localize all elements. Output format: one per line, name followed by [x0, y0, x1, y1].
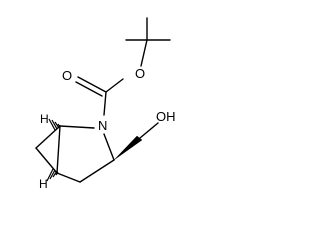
cyclopropane-bond-bottom: [35, 147, 58, 174]
c3-c4-bond: [79, 159, 115, 183]
bottom-bridgehead-hydrogen-label: H: [39, 177, 48, 191]
ring-nitrogen-label: N: [98, 118, 107, 133]
ch2-hydroxyl-bond: [139, 122, 159, 139]
bottom-hash-3: [49, 169, 56, 180]
tbutyl-to-oxygen-bond: [140, 39, 148, 67]
carbonyl-oxygen-label: O: [62, 68, 72, 83]
top-bridgehead-hydrogen-label: H: [40, 112, 49, 126]
carbonyl-nitrogen-bond: [103, 91, 107, 116]
carbonyl-bond-inner: [75, 81, 103, 97]
top-hash-2: [54, 121, 60, 129]
top-hash-3: [51, 119, 58, 130]
c4-c5-bond: [56, 172, 81, 183]
bottom-hash-2: [52, 170, 58, 178]
top-hash-4: [48, 118, 56, 131]
bottom-hash-4: [46, 168, 54, 182]
structure-canvas: O O N OH H H: [35, 17, 176, 191]
nitrogen-c1-bond: [59, 125, 95, 129]
top-hash-1: [57, 123, 61, 128]
hydroxyl-label: OH: [156, 109, 176, 124]
cyclopropane-bond-top: [35, 125, 61, 149]
c3-ch2-wedge-bond: [113, 135, 143, 161]
bottom-hash-1: [55, 171, 59, 176]
carbonyl-bond-outer: [77, 76, 107, 93]
ester-oxygen-label: O: [135, 66, 145, 81]
ester-oxygen-carbonyl-bond: [105, 78, 124, 93]
structure-drawing: O O N OH H H: [35, 17, 176, 191]
nitrogen-c3-bond: [103, 133, 115, 161]
bridgehead-bond: [56, 125, 61, 174]
